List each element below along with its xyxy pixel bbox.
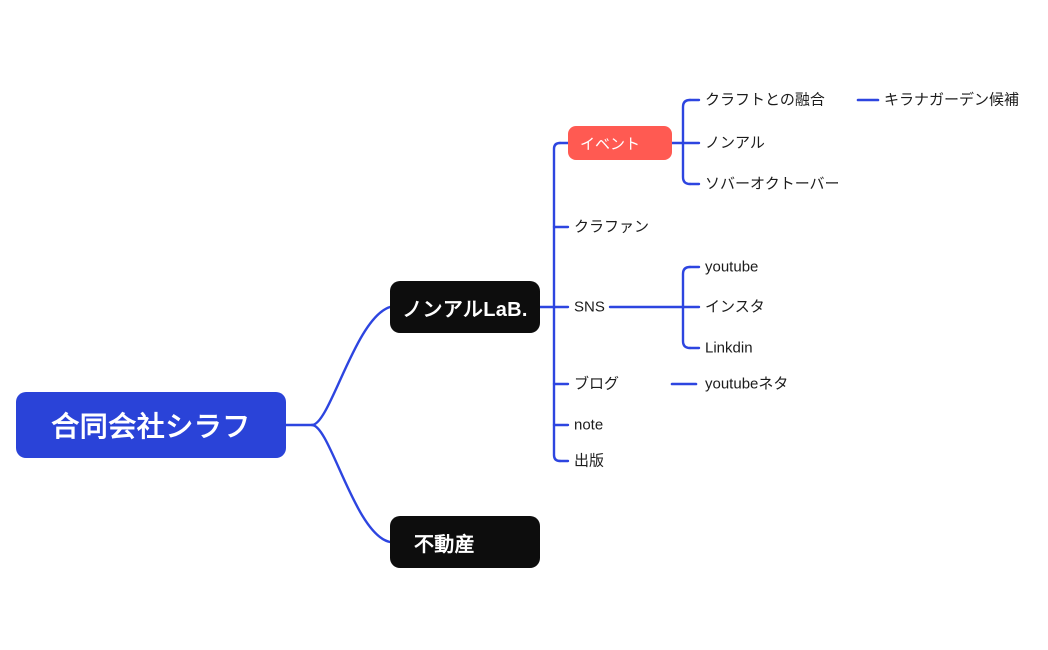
root-node-shirafu[interactable]: 合同会社シラフ [16,392,286,458]
connector-root-to-nonallab [310,305,392,427]
connector-event-trunk [681,98,692,186]
leaf-instagram[interactable]: インスタ [705,298,765,316]
leaf-youtube[interactable]: youtube [705,258,759,276]
leaf-publishing[interactable]: 出版 [574,452,605,470]
note-youtube-neta[interactable]: youtubeネタ [705,375,789,393]
note-kirana-garden-candidate[interactable]: キラナガーデン候補 [884,91,1020,109]
leaf-crowdfunding[interactable]: クラファン [574,218,650,236]
leaf-craft-fusion[interactable]: クラフトとの融合 [705,91,825,109]
leaf-blog[interactable]: ブログ [574,375,620,393]
connector-sns-trunk [681,265,692,350]
leaf-sns[interactable]: SNS [574,298,605,316]
leaf-sober-october[interactable]: ソバーオクトーバー [705,175,840,193]
leaf-note[interactable]: note [574,416,604,434]
leaf-nonal[interactable]: ノンアル [705,134,765,152]
branch-node-realestate[interactable]: 不動産 [390,516,540,568]
connector-nonallab-trunk [552,141,562,463]
topic-node-event[interactable]: イベント [568,126,672,160]
branch-node-nonallab[interactable]: ノンアルLaB. [390,281,540,333]
connector-root-to-realestate [310,423,392,544]
leaf-linkdin[interactable]: Linkdin [705,339,753,357]
